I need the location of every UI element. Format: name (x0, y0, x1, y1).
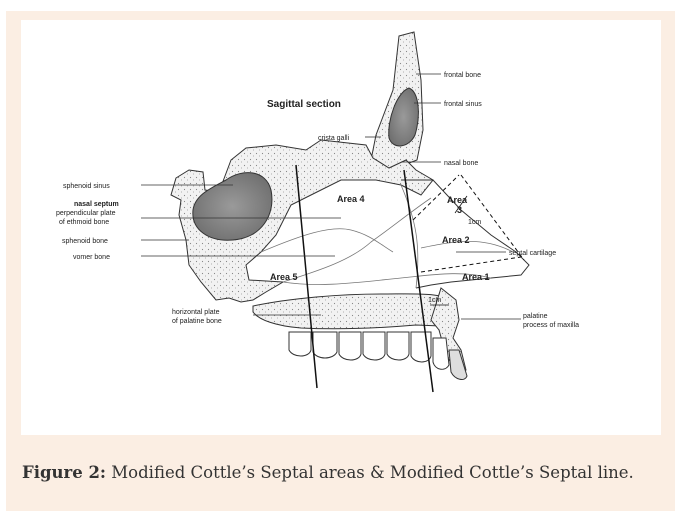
label-palatine-process-2: process of maxilla (523, 322, 579, 329)
label-area-3: Area (447, 195, 468, 205)
label-nasal-septum: nasal septum (74, 201, 119, 208)
label-sphenoid-bone: sphenoid bone (62, 238, 108, 245)
caption-text: Modified Cottle’s Septal areas & Modifie… (106, 463, 634, 482)
label-septal-cartilage: septal cartilage (509, 250, 556, 257)
caption-label: Figure 2: (22, 463, 106, 482)
label-sphenoid-sinus: sphenoid sinus (63, 183, 110, 190)
label-nasal-bone: nasal bone (444, 160, 478, 167)
label-horizontal-plate-2: of palatine bone (172, 318, 222, 325)
figure-caption: Figure 2: Modified Cottle’s Septal areas… (22, 463, 634, 482)
label-frontal-sinus: frontal sinus (444, 101, 482, 108)
label-measure-1cm-upper: 1cm (468, 219, 481, 226)
figure-image: Sagittal section frontal bone frontal si… (21, 20, 661, 435)
label-measure-1cm-lower: 1cm (428, 297, 441, 304)
diagram-title: Sagittal section (267, 99, 341, 110)
label-horizontal-plate-1: horizontal plate (172, 309, 220, 316)
sagittal-section-diagram: Sagittal section frontal bone frontal si… (21, 20, 661, 435)
label-area-3-number: 3 (457, 205, 462, 215)
label-palatine-process-1: palatine (523, 313, 548, 320)
label-area-5: Area 5 (270, 272, 298, 282)
label-frontal-bone: frontal bone (444, 72, 481, 79)
label-perpendicular-plate-2: of ethmoid bone (59, 219, 109, 226)
label-perpendicular-plate-1: perpendicular plate (56, 210, 116, 217)
area-boundary-dashed-3 (421, 257, 521, 272)
label-crista-galli: crista galli (318, 135, 350, 142)
label-vomer-bone: vomer bone (73, 254, 110, 261)
label-area-4: Area 4 (337, 194, 365, 204)
hard-palate-shape (253, 294, 455, 329)
label-area-2: Area 2 (442, 235, 470, 245)
label-area-1: Area 1 (462, 272, 490, 282)
